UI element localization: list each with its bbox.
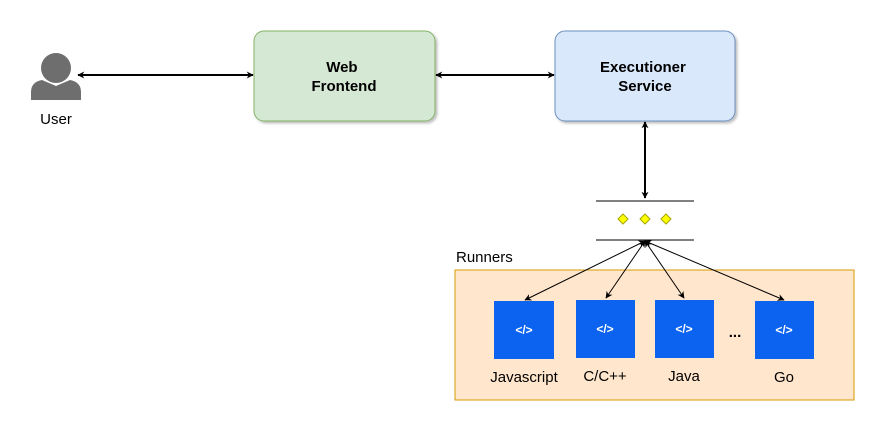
runner-java: </> Java: [655, 300, 714, 385]
runner-label-javascript: Javascript: [490, 369, 558, 386]
runner-label-cpp: C/C++: [583, 368, 627, 385]
runner-javascript: </> Javascript: [490, 301, 559, 386]
queue-item: [639, 213, 651, 225]
code-icon-glyph: </>: [515, 323, 532, 337]
web-frontend-label: Web Frontend: [312, 59, 377, 95]
code-icon: [755, 301, 814, 359]
queue-item: [660, 213, 672, 225]
executioner-service-label-line2: Service: [618, 78, 671, 95]
code-icon-glyph: </>: [675, 322, 692, 336]
runner-cpp: </> C/C++: [576, 300, 635, 385]
runners-ellipsis: ...: [729, 324, 742, 341]
web-frontend-label-line2: Frontend: [312, 78, 377, 95]
code-icon-glyph: </>: [596, 322, 613, 336]
runner-label-go: Go: [774, 369, 794, 386]
code-icon-glyph: </>: [775, 323, 792, 337]
code-icon: [655, 300, 714, 358]
user-label: User: [40, 111, 72, 128]
runner-go: </> Go: [755, 301, 814, 386]
code-icon: [576, 300, 635, 358]
user-icon: [31, 53, 81, 100]
queue-runner-arrow: [644, 240, 785, 301]
executioner-service-label-line1: Executioner: [600, 59, 686, 76]
web-frontend-box: [253, 30, 436, 122]
queue-runner-arrow: [605, 240, 646, 299]
queue: [596, 200, 694, 241]
web-frontend-label-line1: Web: [326, 59, 357, 76]
code-icon: [494, 301, 554, 359]
queue-item: [617, 213, 629, 225]
executioner-service-box: [554, 30, 736, 122]
runners-title: Runners: [456, 249, 513, 266]
runner-label-java: Java: [668, 368, 700, 385]
executioner-service-label: Executioner Service: [600, 59, 690, 95]
